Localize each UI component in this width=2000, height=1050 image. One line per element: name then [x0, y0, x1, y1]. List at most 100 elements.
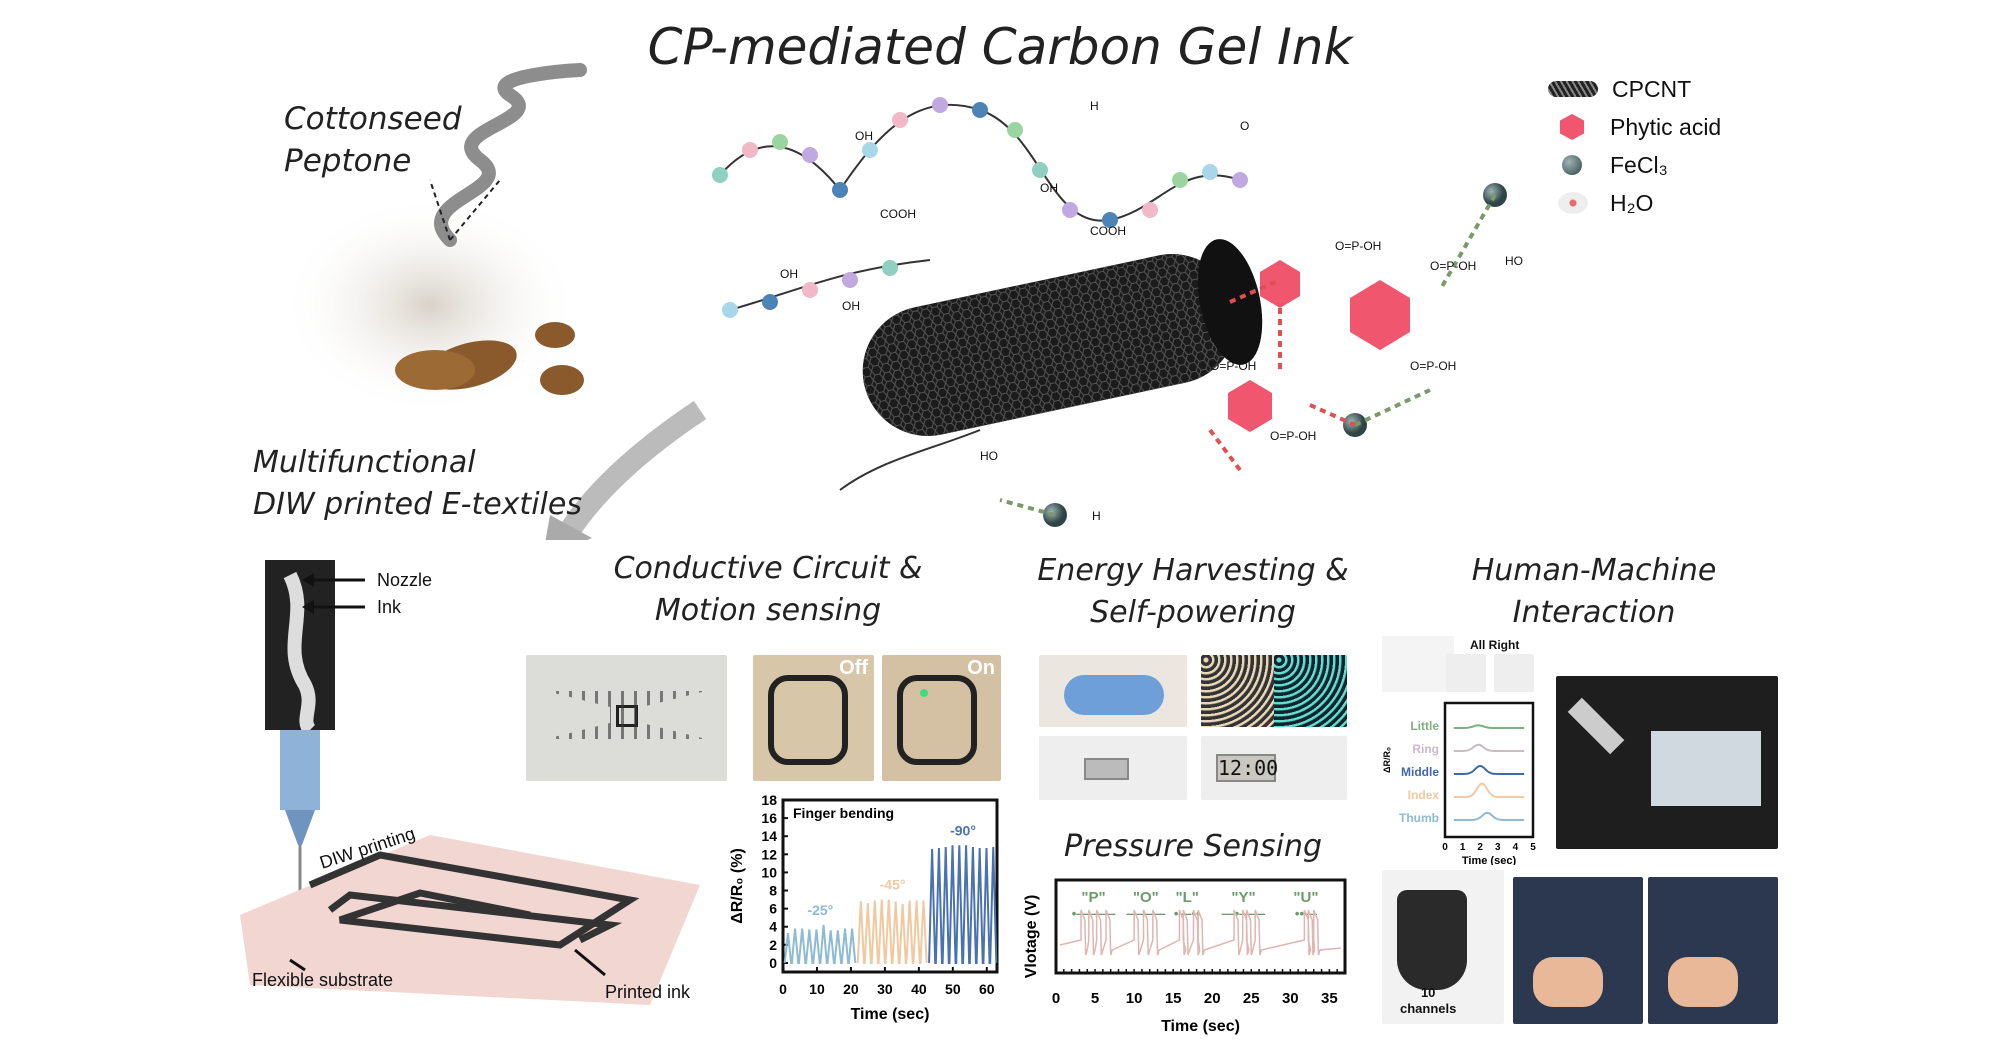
legend-item-phytic-acid: Phytic acid [1548, 108, 1768, 146]
x-tick-label: 30 [1282, 990, 1299, 1007]
x-tick-label: 2 [1477, 842, 1483, 853]
svg-text:H: H [1090, 99, 1099, 113]
finger-label: Little [1410, 719, 1439, 733]
finger-curve-little [1453, 724, 1525, 729]
finger-label: Ring [1412, 742, 1439, 756]
led-array-photo [1201, 655, 1347, 727]
svg-text:O=P-OH: O=P-OH [1210, 359, 1256, 373]
interaction-bonds [999, 193, 1497, 517]
diw-printing-illustration [240, 560, 700, 1005]
x-axis-label: Time (sec) [851, 1006, 930, 1023]
molecule-labels: OH COOH COOH OH OH OH HO O=P-OH O=P-OH O… [780, 99, 1523, 523]
svg-text:O=P-OH: O=P-OH [1430, 259, 1476, 273]
svg-text:O: O [1240, 119, 1249, 133]
series-label: -90° [950, 822, 976, 838]
x-tick-label: 0 [1052, 990, 1060, 1007]
x-tick-label: 10 [1126, 990, 1143, 1007]
plot-frame [781, 798, 999, 974]
x-tick-label: 35 [1321, 990, 1338, 1007]
x-tick-label: 15 [1165, 990, 1182, 1007]
y-tick-label: 18 [761, 792, 777, 808]
sensor-glove-photo [1382, 636, 1454, 692]
page-title: CP-mediated Carbon Gel Ink [647, 18, 1353, 76]
morse-code: •—•• [1174, 906, 1201, 921]
x-axis-label: Time (sec) [1462, 855, 1517, 865]
y-tick-label: 6 [769, 901, 777, 917]
circuit-heading: Conductive Circuit &Motion sensing [613, 551, 923, 628]
svg-text:HO: HO [1505, 254, 1523, 268]
y-tick-label: 4 [769, 919, 777, 935]
finger-label: Thumb [1399, 811, 1439, 825]
plot-frame [1443, 701, 1535, 839]
x-tick-label: 5 [1530, 842, 1536, 853]
robot-arm-photo [1556, 676, 1778, 849]
nozzle-label: Nozzle [377, 570, 433, 590]
y-tick-label: 12 [761, 846, 777, 862]
chart-title: Finger bending [793, 805, 894, 821]
clock-display: 12:00 [1216, 754, 1279, 782]
svg-text:COOH: COOH [880, 207, 916, 221]
y-tick-label: 16 [761, 810, 777, 826]
y-axis-label: ΔR/R₀ [1382, 747, 1392, 773]
all-right-label: All Right [1470, 638, 1520, 652]
printed-ink-pattern [308, 851, 640, 949]
gesture-ok-photo [1446, 654, 1486, 692]
water-molecule-icon [1558, 192, 1588, 214]
x-tick-label: 60 [979, 981, 995, 997]
y-tick-label: 8 [769, 883, 777, 899]
ink-label: Ink [377, 597, 402, 617]
energy-heading: Energy Harvesting &Self-powering [1037, 553, 1349, 630]
finger-label: Index [1408, 788, 1440, 802]
peptide-beads [712, 97, 1248, 318]
y-tick-label: 10 [761, 864, 777, 880]
legend-item-h2o: H₂O [1548, 184, 1768, 222]
svg-text:O=P-OH: O=P-OH [1410, 359, 1456, 373]
icosahedron-icon [1560, 114, 1584, 140]
svg-text:OH: OH [855, 129, 873, 143]
hand-control-photo-1 [1513, 877, 1643, 1024]
svg-text:O=P-OH: O=P-OH [1335, 239, 1381, 253]
calculator-on-photo: 12:00 [1201, 736, 1347, 800]
gesture-two-photo [1494, 654, 1534, 692]
letter-label: "O" [1133, 889, 1159, 906]
glove-photo [1039, 655, 1187, 727]
y-tick-label: 0 [769, 955, 777, 971]
svg-text:COOH: COOH [1090, 224, 1126, 238]
series-line-2 [928, 845, 998, 964]
letter-label: "L" [1176, 889, 1199, 906]
carbon-nanotube [862, 239, 1263, 436]
letter-label: "P" [1081, 889, 1105, 906]
svg-text:HO: HO [980, 449, 998, 463]
seed [395, 350, 475, 390]
seed [540, 365, 584, 395]
legend: CPCNT Phytic acid FeCl₃ H₂O [1548, 70, 1768, 222]
x-tick-label: 5 [1091, 990, 1099, 1007]
finger-curve-ring [1453, 743, 1525, 752]
svg-text:OH: OH [780, 267, 798, 281]
sphere-icon [1562, 155, 1582, 175]
molecular-illustration: OH COOH COOH OH OH OH HO O=P-OH O=P-OH O… [280, 63, 1523, 540]
calculator-off-photo [1039, 736, 1187, 800]
seed [535, 322, 575, 348]
x-tick-label: 0 [779, 981, 787, 997]
carbon-nanotube-icon [1548, 81, 1598, 97]
y-axis-label: Vlotage (V) [1023, 895, 1040, 979]
x-tick-label: 50 [945, 981, 961, 997]
x-tick-label: 20 [843, 981, 859, 997]
syringe-tip [280, 730, 320, 810]
printed-ink-label: Printed ink [605, 982, 691, 1002]
flow-arrowhead [545, 515, 592, 540]
x-tick-label: 3 [1495, 842, 1501, 853]
textile-substrate [240, 835, 700, 1005]
voltage-trace [1059, 909, 1342, 956]
printed-circuit-photo [526, 655, 727, 781]
circuit-off-photo: Off [753, 655, 874, 781]
x-tick-label: 1 [1460, 842, 1466, 853]
finger-label: Middle [1401, 765, 1439, 779]
letter-label: "Y" [1231, 889, 1255, 906]
morse-code: •——— [1072, 906, 1116, 921]
